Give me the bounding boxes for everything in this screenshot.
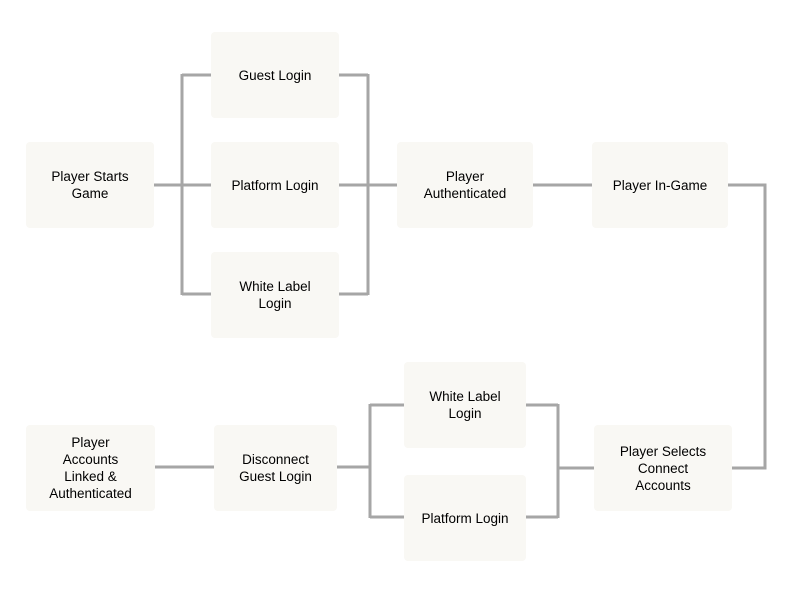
node-player-selects-connect-accounts-label: Player Selects Connect Accounts [619,443,707,493]
node-white-label-login-bottom: White Label Login [404,362,526,448]
node-disconnect-guest-login: Disconnect Guest Login [214,425,337,511]
node-player-accounts-linked: Player Accounts Linked & Authenticated [26,425,155,511]
node-player-starts-game: Player Starts Game [26,142,154,228]
node-platform-login-top: Platform Login [211,142,339,228]
node-platform-login-bottom: Platform Login [404,475,526,561]
node-player-accounts-linked-label: Player Accounts Linked & Authenticated [49,435,132,501]
node-white-label-login-top-label: White Label Login [239,279,311,311]
node-player-in-game: Player In-Game [592,142,728,228]
node-player-authenticated-label: Player Authenticated [423,169,507,201]
node-platform-login-bottom-label: Platform Login [421,510,509,526]
node-white-label-login-bottom-label: White Label Login [429,389,501,421]
node-disconnect-guest-login-label: Disconnect Guest Login [239,452,312,484]
node-player-authenticated: Player Authenticated [397,142,533,228]
node-player-starts-game-label: Player Starts Game [51,169,129,201]
node-guest-login: Guest Login [211,32,339,118]
node-platform-login-top-label: Platform Login [231,177,319,193]
node-guest-login-label: Guest Login [238,67,312,83]
node-player-in-game-label: Player In-Game [612,177,708,193]
connector-in-game-to-select-connect [728,183,767,470]
node-player-selects-connect-accounts: Player Selects Connect Accounts [594,425,732,511]
node-white-label-login-top: White Label Login [211,252,339,338]
